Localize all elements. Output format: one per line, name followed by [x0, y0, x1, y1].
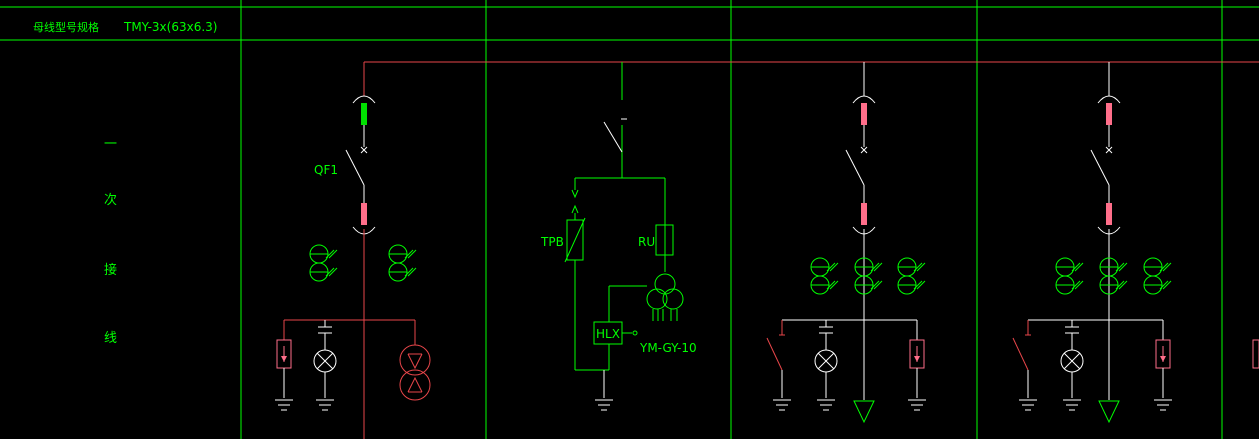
- side-label-char-4: 线: [104, 331, 117, 346]
- ym-label: YM-GY-10: [639, 341, 697, 355]
- side-label-char-2: 次: [104, 192, 117, 208]
- side-label: 一 次 接 线: [104, 137, 117, 346]
- panel-3: [766, 62, 927, 424]
- panel-5-partial: [1252, 339, 1259, 369]
- breaker-label: QF1: [314, 163, 338, 177]
- busbar-label: 母线型号规格: [33, 20, 99, 34]
- breaker-closed-indicator: [361, 103, 367, 125]
- panel-2: TPB RU HLX YM-GY-10: [540, 62, 697, 411]
- busbar-spec: TMY-3x(63x6.3): [123, 20, 217, 34]
- ru-label: RU: [638, 235, 655, 249]
- side-label-char-3: 接: [104, 262, 117, 278]
- panel-4: [1012, 62, 1173, 424]
- tpb-label: TPB: [540, 235, 564, 249]
- hlx-label: HLX: [596, 327, 620, 341]
- main-busbar: [363, 61, 1259, 96]
- side-label-char-1: 一: [104, 137, 117, 152]
- panel-1: QF1: [274, 95, 431, 439]
